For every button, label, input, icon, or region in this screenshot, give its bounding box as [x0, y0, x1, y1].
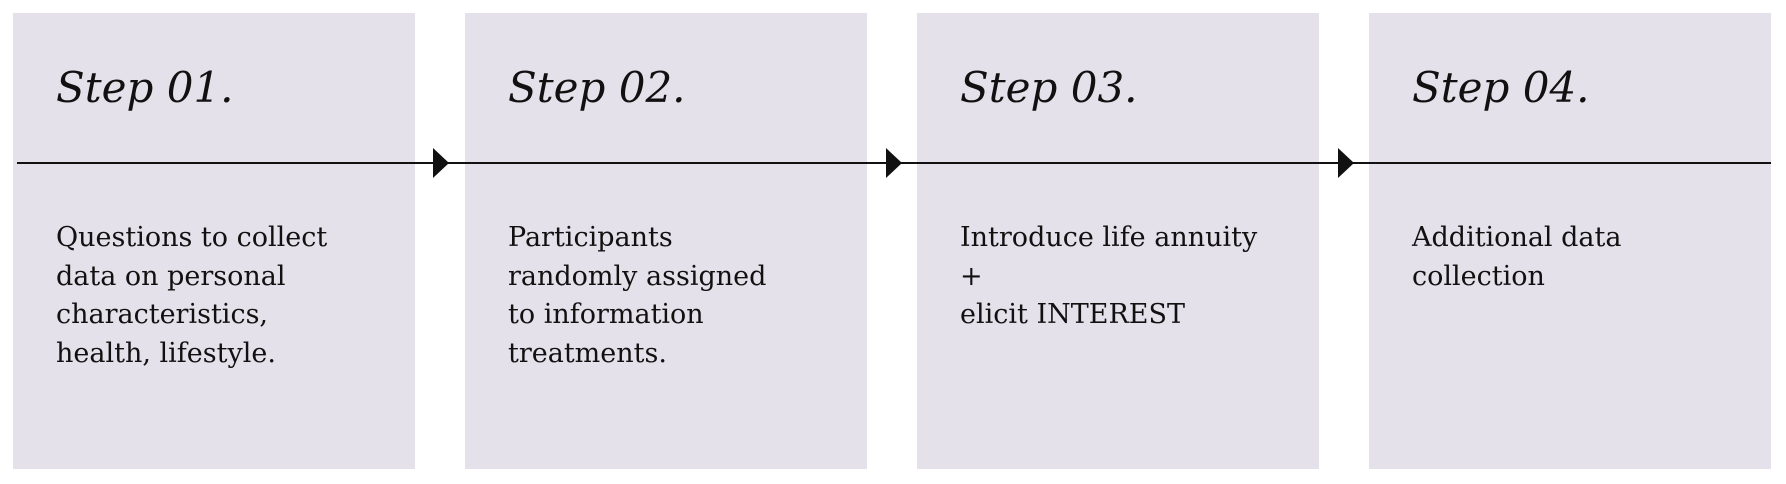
- arrow-head-icon-3: [1338, 148, 1354, 178]
- step-description-3: Introduce life annuity + elicit INTEREST: [960, 222, 1258, 330]
- step-description-1: Questions to collect data on personal ch…: [56, 222, 328, 369]
- step-title-3: Step 03.: [960, 63, 1138, 112]
- step-description-2: Participants randomly assigned to inform…: [508, 222, 767, 369]
- step-card-4: Step 04. Additional data collection: [1369, 13, 1771, 469]
- step-title-2: Step 02.: [508, 63, 686, 112]
- step-title-4: Step 04.: [1412, 63, 1590, 112]
- step-description-4: Additional data collection: [1412, 222, 1622, 292]
- arrow-head-icon-1: [433, 148, 449, 178]
- step-card-2: Step 02. Participants randomly assigned …: [465, 13, 867, 469]
- step-title-1: Step 01.: [56, 63, 234, 112]
- arrow-head-icon-2: [886, 148, 902, 178]
- step-card-1: Step 01. Questions to collect data on pe…: [13, 13, 415, 469]
- step-card-3: Step 03. Introduce life annuity + elicit…: [917, 13, 1319, 469]
